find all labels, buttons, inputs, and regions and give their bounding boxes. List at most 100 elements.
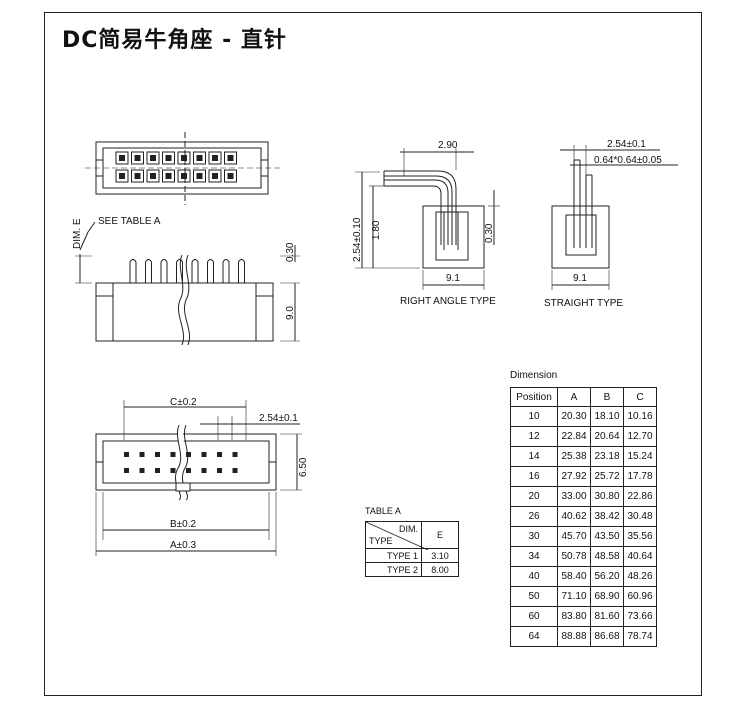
table-cell: 73.66 xyxy=(623,606,657,627)
pin-outline xyxy=(115,169,129,183)
side-pin xyxy=(191,259,199,283)
table-a: TYPE DIM. E TYPE 1 3.10 TYPE 2 8.00 xyxy=(365,521,459,577)
st-dim-91: 9.1 xyxy=(573,273,587,284)
side-pin xyxy=(160,259,168,283)
pin xyxy=(212,155,218,161)
table-cell: 20 xyxy=(510,486,558,507)
pin xyxy=(227,173,234,179)
pin-outline xyxy=(208,169,222,183)
col-header: C xyxy=(623,387,657,407)
st-dim-254: 2.54±0.1 xyxy=(607,139,646,150)
table-a-cell: TYPE 2 xyxy=(365,562,422,577)
pin xyxy=(170,452,176,457)
st-caption: STRAIGHT TYPE xyxy=(544,298,623,309)
table-cell: 20.30 xyxy=(557,406,591,427)
table-cell: 43.50 xyxy=(590,526,624,547)
table-cell: 12 xyxy=(510,426,558,447)
col-header: B xyxy=(590,387,624,407)
pin-outline xyxy=(131,151,144,165)
pin-outline xyxy=(146,169,160,183)
table-cell: 25.72 xyxy=(590,466,624,487)
table-cell: 30 xyxy=(510,526,558,547)
bot-dim-650: 6.50 xyxy=(298,457,309,477)
ra-dim-91: 9.1 xyxy=(446,273,460,284)
side-pin xyxy=(238,259,245,283)
table-cell: 14 xyxy=(510,446,558,467)
side-pin xyxy=(222,259,230,283)
pin xyxy=(232,468,238,473)
table-cell: 64 xyxy=(510,626,558,647)
pin xyxy=(119,155,125,161)
table-row: TYPE DIM. E xyxy=(365,521,459,550)
ra-dim-254: 2.54±0.10 xyxy=(352,217,363,262)
table-cell: 60.96 xyxy=(623,586,657,607)
table-a-head-type: TYPE xyxy=(369,536,393,546)
right-angle-view xyxy=(355,148,500,290)
table-cell: 68.90 xyxy=(590,586,624,607)
table-cell: 40.62 xyxy=(557,506,591,527)
table-cell: 35.56 xyxy=(623,526,657,547)
pin-outline xyxy=(146,151,160,165)
pin xyxy=(196,155,203,161)
table-a-cell: TYPE 1 xyxy=(365,548,422,563)
table-cell: 18.10 xyxy=(590,406,624,427)
table-row: TYPE 1 3.10 xyxy=(365,548,459,563)
table-cell: 45.70 xyxy=(557,526,591,547)
pin-outline xyxy=(177,169,191,183)
pin xyxy=(139,452,145,457)
dim-e-label: DIM. E xyxy=(72,218,83,249)
pin xyxy=(181,173,187,179)
table-cell: 48.26 xyxy=(623,566,657,587)
pin xyxy=(119,173,125,179)
pin xyxy=(150,155,156,161)
table-cell: 12.70 xyxy=(623,426,657,447)
pin xyxy=(124,468,129,473)
pin xyxy=(181,155,187,161)
page-title: DC简易牛角座 - 直针 xyxy=(62,28,287,53)
table-cell: 17.78 xyxy=(623,466,657,487)
pin-outline xyxy=(115,151,129,165)
bot-dim-c: C±0.2 xyxy=(170,397,197,408)
table-cell: 78.74 xyxy=(623,626,657,647)
table-cell: 56.20 xyxy=(590,566,624,587)
pin xyxy=(227,155,234,161)
pin-outline xyxy=(131,169,144,183)
table-cell: 26 xyxy=(510,506,558,527)
pin xyxy=(212,173,218,179)
pin xyxy=(217,452,222,457)
ra-caption: RIGHT ANGLE TYPE xyxy=(400,296,496,307)
pin-outline xyxy=(162,151,175,165)
table-cell: 15.24 xyxy=(623,446,657,467)
pin xyxy=(155,452,160,457)
table-cell: 30.80 xyxy=(590,486,624,507)
ra-dim-030: 0.30 xyxy=(484,223,495,243)
side-view xyxy=(75,221,300,346)
pin-outline xyxy=(162,169,175,183)
table-header-row: Position A B C xyxy=(510,387,657,407)
pin xyxy=(186,468,191,473)
table-cell: 86.68 xyxy=(590,626,624,647)
table-cell: 16 xyxy=(510,466,558,487)
table-row: TYPE 2 8.00 xyxy=(365,562,459,577)
pin xyxy=(134,155,141,161)
pin-outline xyxy=(224,169,237,183)
side-pin xyxy=(145,259,152,283)
table-cell: 22.86 xyxy=(623,486,657,507)
pin xyxy=(139,468,145,473)
side-pin xyxy=(176,259,183,283)
table-cell: 60 xyxy=(510,606,558,627)
table-cell: 23.18 xyxy=(590,446,624,467)
table-a-title: TABLE A xyxy=(365,506,401,516)
bot-dim-b: B±0.2 xyxy=(170,519,196,530)
table-cell: 20.64 xyxy=(590,426,624,447)
pin xyxy=(155,468,160,473)
